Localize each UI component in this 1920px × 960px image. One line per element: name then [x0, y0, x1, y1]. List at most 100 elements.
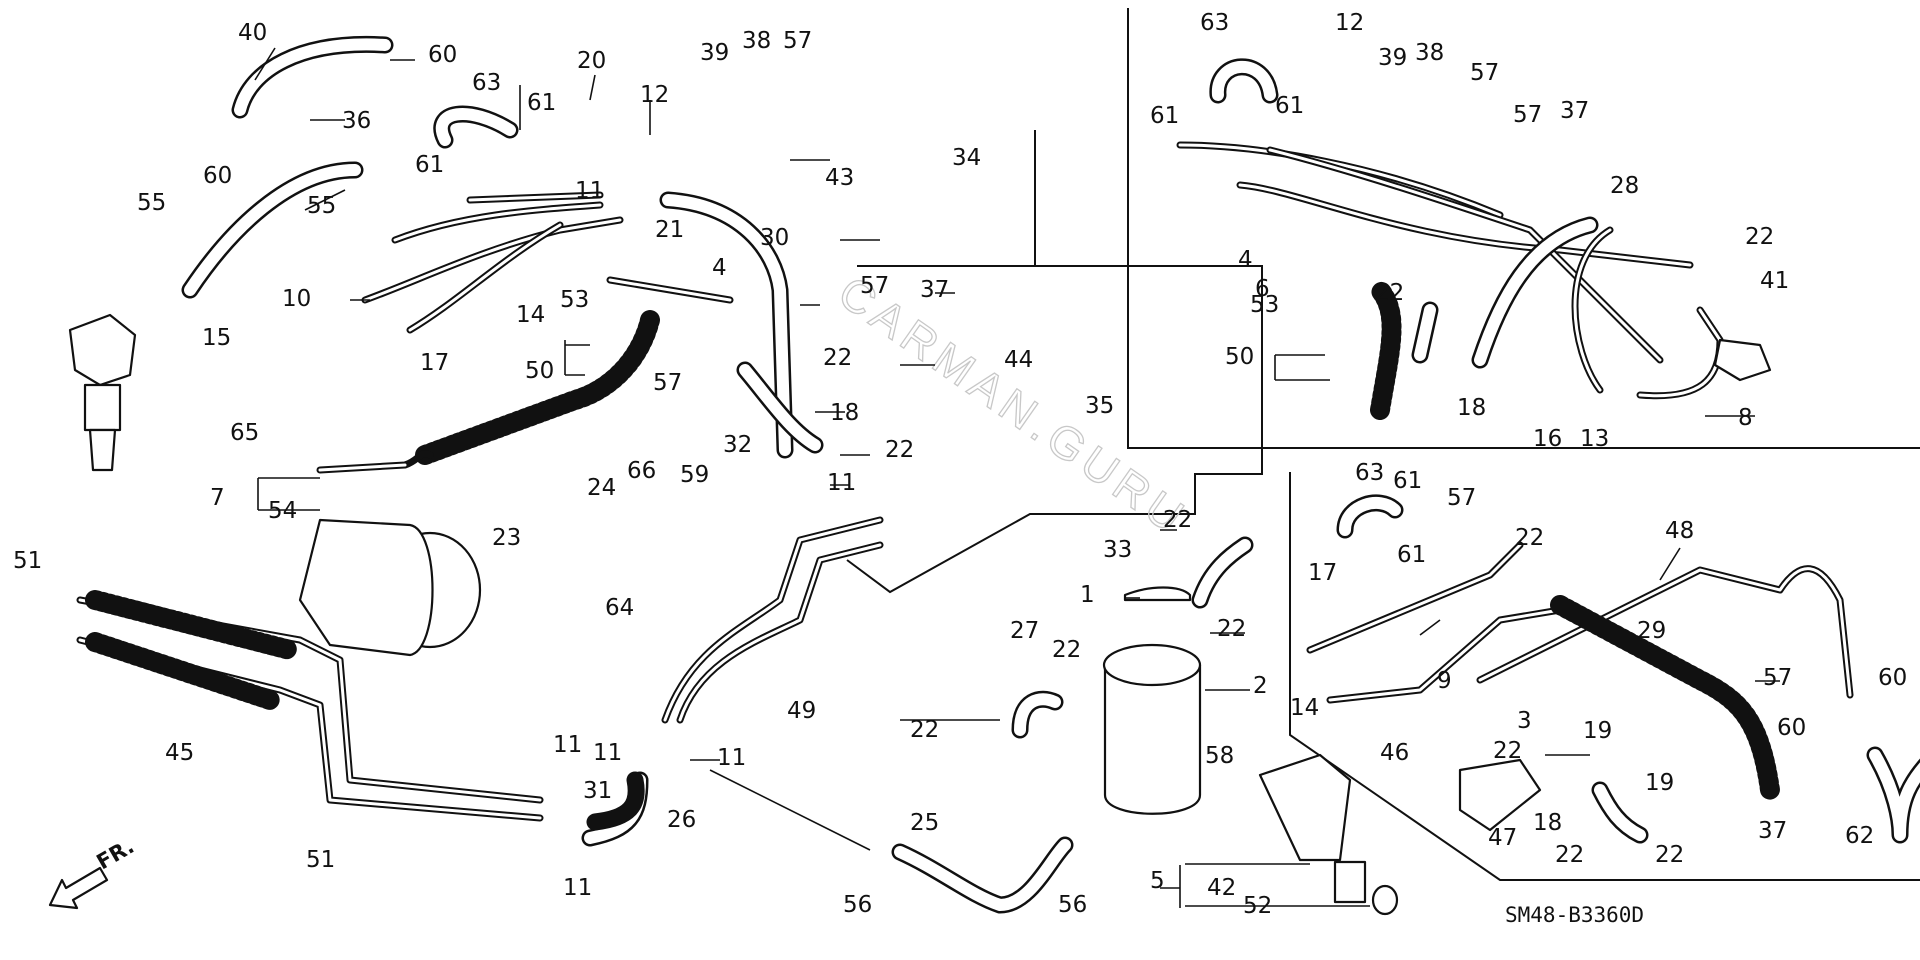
callout-label: 4: [1238, 247, 1253, 273]
callout-label: 56: [843, 892, 872, 918]
callout-label: 32: [723, 432, 752, 458]
callout-label: 63: [1200, 10, 1229, 36]
callout-label: 61: [1393, 468, 1422, 494]
callout-label: 52: [1243, 893, 1272, 919]
callout-label: 9: [1437, 668, 1452, 694]
callout-label: 51: [306, 847, 335, 873]
callout-label: 11: [563, 875, 592, 901]
callout-label: 50: [525, 358, 554, 384]
front-direction-indicator: FR.: [48, 834, 138, 910]
callout-label: 6: [1255, 276, 1270, 302]
callout-label: 11: [575, 178, 604, 204]
callout-label: 45: [165, 740, 194, 766]
callout-label: 22: [1655, 842, 1684, 868]
callout-label: 38: [742, 28, 771, 54]
leader-lines: [254, 47, 1780, 908]
callout-label: 40: [238, 20, 267, 46]
callout-label: 7: [210, 485, 225, 511]
callout-label: 19: [1583, 718, 1612, 744]
callout-label: 11: [717, 745, 746, 771]
callout-label: 48: [1665, 518, 1694, 544]
callout-label: 18: [1533, 810, 1562, 836]
callout-label: 60: [203, 163, 232, 189]
callout-label: 57: [1763, 665, 1792, 691]
callout-label: 61: [1397, 542, 1426, 568]
callout-label: 22: [885, 437, 914, 463]
callout-label: 41: [1760, 268, 1789, 294]
watermark: CARMAN.GURU: [829, 266, 1198, 546]
callout-label: 8: [1738, 405, 1753, 431]
callout-label: 60: [1777, 715, 1806, 741]
callout-label: 47: [1488, 825, 1517, 851]
callout-label: 5: [1150, 868, 1165, 894]
callout-label: 18: [830, 400, 859, 426]
callout-label: 11: [553, 732, 582, 758]
diagram-code: SM48-B3360D: [1505, 903, 1644, 927]
callout-label: 1: [1080, 582, 1095, 608]
callout-label: 22: [1375, 280, 1404, 306]
main-panel-parts: [68, 35, 1399, 916]
callout-label: 2: [1253, 673, 1268, 699]
callout-label: 31: [583, 778, 612, 804]
callout-label: 11: [827, 470, 856, 496]
callout-label: 38: [1415, 40, 1444, 66]
callout-label: 37: [920, 277, 949, 303]
callout-label: 50: [1225, 344, 1254, 370]
callout-label: 27: [1010, 618, 1039, 644]
callout-label: 24: [587, 475, 616, 501]
callout-label: 26: [667, 807, 696, 833]
callout-label: 34: [952, 145, 981, 171]
callout-label: 10: [282, 286, 311, 312]
callout-label: 46: [1380, 740, 1409, 766]
callout-label: 43: [825, 165, 854, 191]
callout-label: 30: [760, 225, 789, 251]
callout-label: 25: [910, 810, 939, 836]
callout-label: 62: [1845, 823, 1874, 849]
callout-label: 39: [700, 40, 729, 66]
callout-label: 63: [1355, 460, 1384, 486]
callout-label: 61: [415, 152, 444, 178]
callout-label: 63: [472, 70, 501, 96]
callout-label: 57: [860, 273, 889, 299]
callout-label: 66: [627, 458, 656, 484]
callout-label: 19: [1645, 770, 1674, 796]
callout-label: 54: [268, 498, 297, 524]
callout-label: 11: [593, 740, 622, 766]
callout-label: 64: [605, 595, 634, 621]
callout-label: 36: [342, 108, 371, 134]
callout-label: 57: [1447, 485, 1476, 511]
callout-label: 57: [1470, 60, 1499, 86]
callout-label: 37: [1758, 818, 1787, 844]
callout-label: 21: [655, 217, 684, 243]
callout-label: 15: [202, 325, 231, 351]
callout-label: 53: [560, 287, 589, 313]
callout-label: 61: [527, 90, 556, 116]
callout-label: 57: [1513, 102, 1542, 128]
lower-right-panel-parts: [1306, 494, 1920, 844]
callout-label: 37: [1560, 98, 1589, 124]
callout-label: 16: [1533, 426, 1562, 452]
callout-label: 22: [1052, 637, 1081, 663]
arrow-icon: [48, 866, 109, 910]
callout-label: 13: [1580, 426, 1609, 452]
callout-label: 53: [1250, 292, 1279, 318]
callout-label: 49: [787, 698, 816, 724]
callout-label: 42: [1207, 875, 1236, 901]
callout-label: 22: [1515, 525, 1544, 551]
callout-label: 59: [680, 462, 709, 488]
callout-label: 22: [1745, 224, 1774, 250]
callout-label: 65: [230, 420, 259, 446]
callout-label: 61: [1275, 93, 1304, 119]
callout-labels: 1 2 3 4 4 5 6 7 8 9 10 11 11 11 11 11 11…: [13, 10, 1907, 919]
callout-label: 17: [1308, 560, 1337, 586]
callout-label: 60: [428, 42, 457, 68]
callout-label: 18: [1457, 395, 1486, 421]
callout-label: 57: [783, 28, 812, 54]
inset-frames: [846, 8, 1920, 881]
callout-label: 44: [1004, 347, 1033, 373]
callout-label: 23: [492, 525, 521, 551]
callout-label: 22: [1493, 738, 1522, 764]
callout-label: 20: [577, 48, 606, 74]
callout-label: 14: [1290, 695, 1319, 721]
